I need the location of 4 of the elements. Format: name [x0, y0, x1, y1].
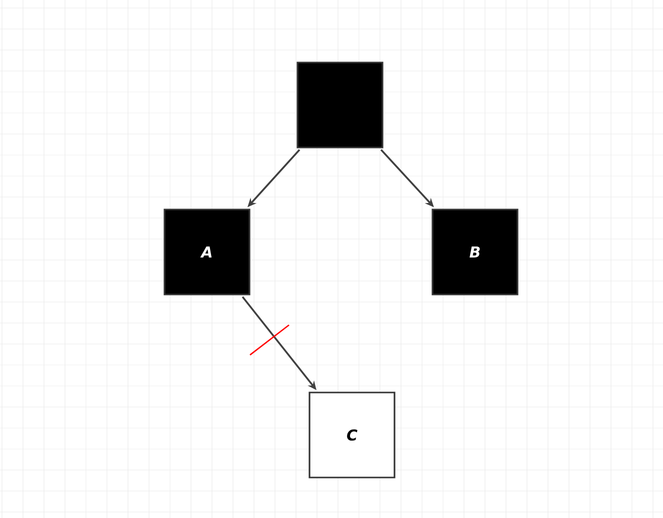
square-box: [296, 62, 384, 148]
process-box: A: [164, 208, 250, 296]
process-box: C: [308, 392, 396, 478]
process-box: B: [432, 208, 518, 296]
